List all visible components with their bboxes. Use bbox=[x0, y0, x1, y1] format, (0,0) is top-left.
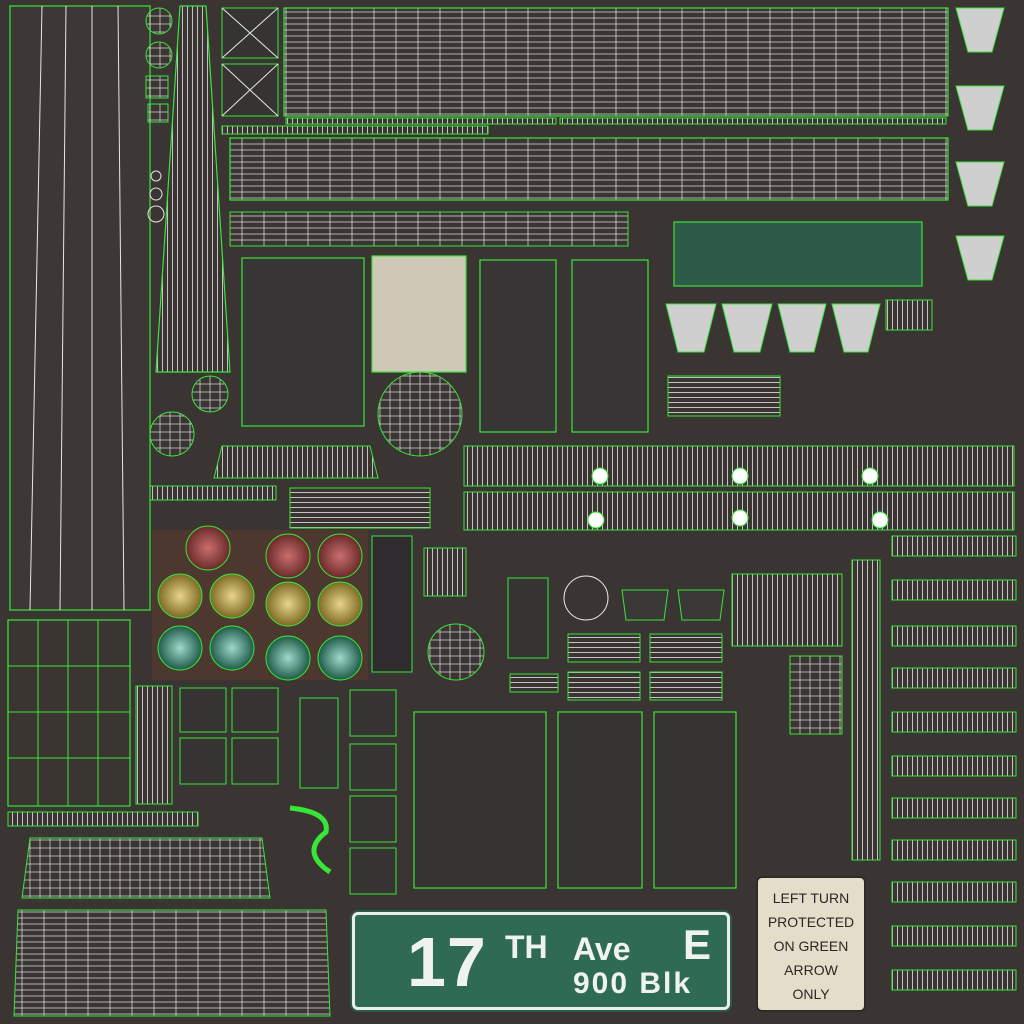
turn-sign-line: ONLY bbox=[792, 986, 830, 1002]
bracket-arm-strips bbox=[463, 445, 1015, 531]
turn-sign-line: ARROW bbox=[784, 962, 838, 978]
street-block: 900 Blk bbox=[573, 967, 693, 1000]
top-long-strips bbox=[221, 7, 949, 247]
street-name: Ave bbox=[573, 931, 631, 967]
left-turn-sign: LEFT TURN PROTECTED ON GREEN ARROW ONLY bbox=[756, 876, 866, 1012]
turn-sign-line: ON GREEN bbox=[773, 938, 849, 954]
bracket-pieces-right bbox=[891, 535, 1017, 991]
signal-head-pieces bbox=[371, 535, 725, 701]
street-suffix: TH bbox=[505, 929, 548, 965]
street-name-sign: 17 TH Ave E 900 Blk bbox=[352, 912, 730, 1010]
round-meshes-left bbox=[149, 375, 431, 529]
mesh-block-bottom-left bbox=[13, 837, 331, 1017]
turn-sign-line: LEFT TURN bbox=[772, 890, 850, 906]
street-number: 17 bbox=[407, 923, 487, 1001]
street-direction: E bbox=[683, 921, 712, 968]
tapered-pole bbox=[145, 5, 231, 373]
turn-sign-line: PROTECTED bbox=[767, 914, 855, 930]
pole-strip-left bbox=[9, 5, 151, 611]
green-banner-panel bbox=[673, 221, 923, 287]
traffic-lamp-lenses bbox=[152, 525, 368, 681]
lamp-hoods-right bbox=[955, 7, 1005, 281]
cabinet-panels-top bbox=[241, 255, 649, 457]
panel-grid-left bbox=[7, 619, 199, 827]
top-x-panels bbox=[221, 7, 279, 117]
cabinet-panels-bottom bbox=[179, 559, 881, 895]
lamp-hoods-row bbox=[665, 299, 933, 417]
